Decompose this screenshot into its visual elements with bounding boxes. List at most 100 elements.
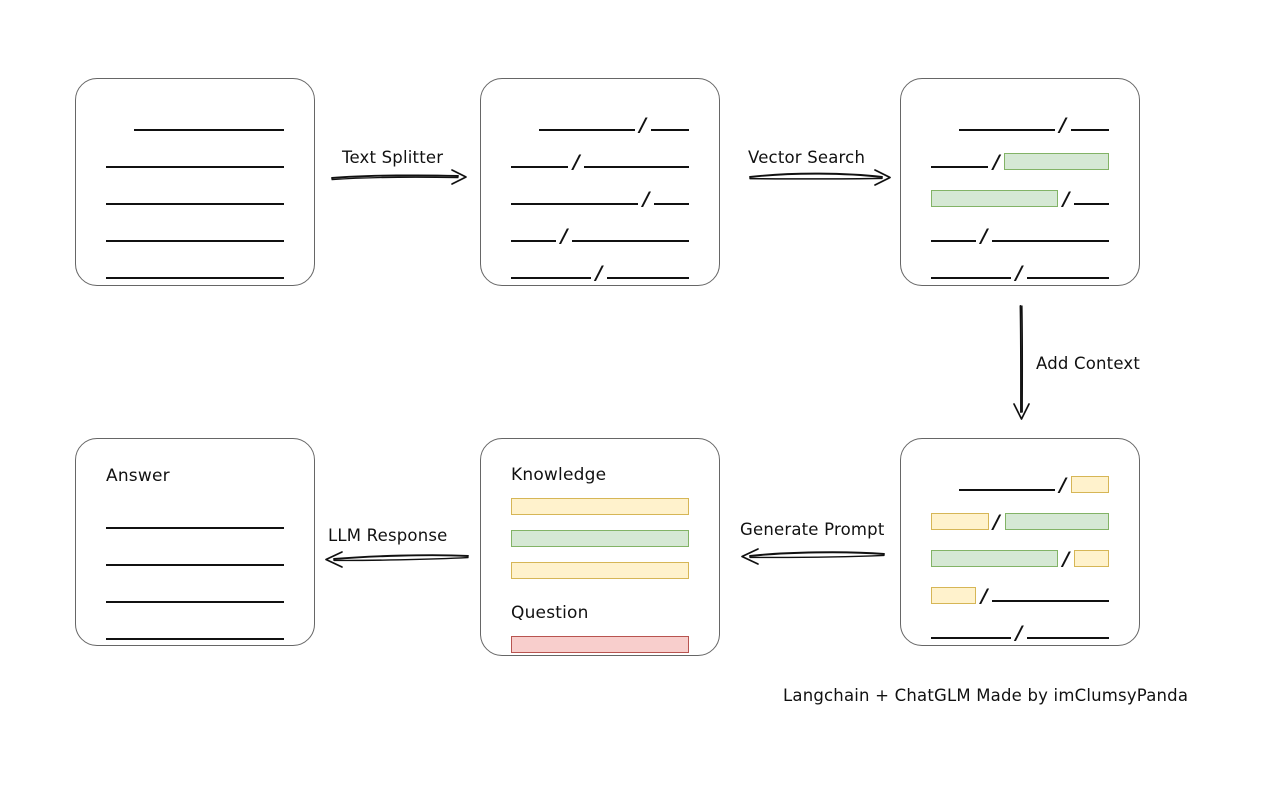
text-line-segment (511, 228, 557, 242)
box-answer[interactable]: Answer (75, 438, 315, 646)
edge-label-text-splitter: Text Splitter (342, 148, 444, 167)
text-line-row: / (931, 188, 1109, 210)
highlighted-chunk-yellow (931, 512, 989, 530)
footer-credit: Langchain + ChatGLM Made by imClumsyPand… (783, 686, 1189, 705)
arrow-vector-search (749, 169, 891, 186)
text-line-segment (106, 191, 284, 205)
text-line-segment (931, 625, 1012, 639)
highlighted-chunk-green (931, 549, 1059, 567)
text-line-segment (572, 228, 689, 242)
source-document-lines (76, 79, 314, 285)
prompt-bar-green (511, 529, 689, 547)
text-line-row: / (511, 188, 689, 210)
prompt-bar-row (511, 635, 689, 653)
text-line-segment (992, 588, 1109, 602)
edge-label-llm-response: LLM Response (328, 526, 448, 545)
text-line-segment (511, 191, 639, 205)
text-line-segment (1027, 265, 1109, 279)
text-line-row (106, 117, 284, 131)
text-line-segment (931, 228, 977, 242)
chunk-separator-slash: / (639, 114, 647, 136)
text-line-segment (931, 265, 1012, 279)
chunk-separator-slash: / (642, 188, 650, 210)
highlighted-chunk-yellow (931, 586, 977, 604)
text-line-row: / (931, 262, 1109, 284)
text-line-segment (959, 117, 1055, 131)
chunk-separator-slash: / (1015, 262, 1023, 284)
text-line-row: / (511, 114, 689, 136)
text-line-segment (106, 515, 284, 529)
text-line-row: / (511, 151, 689, 173)
chunk-separator-slash: / (1062, 548, 1070, 570)
text-line-segment (650, 117, 689, 131)
chunk-separator-slash: / (560, 225, 568, 247)
text-line-row: / (931, 512, 1109, 532)
text-line-segment (654, 191, 689, 205)
box-context-chunks[interactable]: / / / / / (900, 438, 1140, 646)
text-line-row (106, 228, 284, 242)
text-line-segment (134, 117, 284, 131)
chunk-separator-slash: / (1059, 114, 1067, 136)
box-split-chunks[interactable]: / / / / / (480, 78, 720, 286)
text-line-segment (1074, 191, 1109, 205)
prompt-section-heading: Question (511, 603, 589, 623)
answer-lines (76, 439, 314, 645)
text-line-segment (607, 265, 689, 279)
prompt-bar-yellow (511, 497, 689, 515)
text-line-segment (106, 228, 284, 242)
prompt-bar-yellow (511, 561, 689, 579)
prompt-bar-red (511, 635, 689, 653)
text-line-segment (511, 154, 569, 168)
edge-label-generate-prompt: Generate Prompt (740, 520, 885, 539)
chunk-separator-slash: / (980, 585, 988, 607)
chunk-separator-slash: / (1062, 188, 1070, 210)
text-line-row (106, 626, 284, 640)
text-line-row (106, 265, 284, 279)
text-line-segment (959, 477, 1055, 491)
text-line-row: / (511, 264, 689, 283)
split-chunks-lines: / / / / / (481, 79, 719, 285)
edge-label-vector-search: Vector Search (748, 148, 866, 167)
text-line-segment (106, 552, 284, 566)
text-line-row: / (931, 585, 1109, 607)
text-line-segment (106, 589, 284, 603)
arrow-text-splitter (331, 169, 467, 185)
text-line-segment (539, 117, 635, 131)
chunk-separator-slash: / (1015, 622, 1023, 644)
context-chunks-lines: / / / / / (901, 439, 1139, 645)
highlighted-chunk-green (1004, 152, 1109, 170)
prompt-bar-row (511, 529, 689, 547)
text-line-row: / (931, 151, 1109, 173)
text-line-segment (584, 154, 689, 168)
box-matched-chunks[interactable]: / / / / / (900, 78, 1140, 286)
text-line-segment (511, 265, 592, 279)
chunk-separator-slash: / (1059, 474, 1067, 496)
edge-label-add-context: Add Context (1036, 354, 1141, 373)
text-line-segment (106, 154, 284, 168)
chunk-separator-slash: / (573, 151, 580, 173)
text-line-row (106, 515, 284, 529)
prompt-bar-row (511, 497, 689, 515)
text-line-segment (992, 228, 1109, 242)
text-line-row: / (511, 225, 689, 247)
highlighted-chunk-green (1004, 512, 1109, 530)
highlighted-chunk-yellow (1070, 475, 1109, 493)
prompt-section-heading: Knowledge (511, 465, 607, 485)
chunk-separator-slash: / (992, 151, 1000, 173)
text-line-segment (1070, 117, 1109, 131)
text-line-row (106, 191, 284, 205)
highlighted-chunk-green (931, 189, 1059, 207)
text-line-row: / (931, 474, 1109, 496)
text-line-segment (106, 265, 284, 279)
text-line-row: / (931, 114, 1109, 136)
text-line-row: / (931, 622, 1109, 644)
text-line-row (106, 154, 284, 168)
answer-title: Answer (106, 466, 170, 486)
box-source-document[interactable] (75, 78, 315, 286)
text-line-segment (931, 154, 989, 168)
chunk-separator-slash: / (980, 225, 988, 247)
text-line-row: / (931, 225, 1109, 247)
